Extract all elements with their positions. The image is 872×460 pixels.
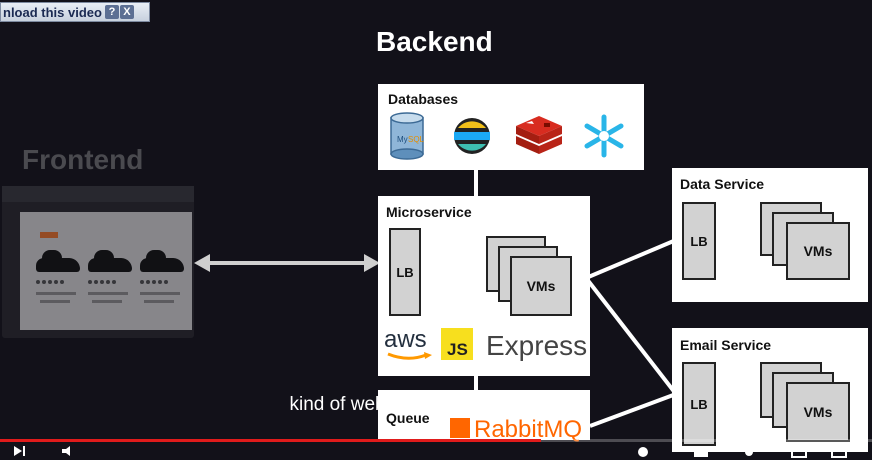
aws-text: aws xyxy=(384,326,427,353)
microservice-box: Microservice LB VMs aws JS Express xyxy=(378,196,590,376)
redis-icon xyxy=(516,116,562,154)
video-progress-bar[interactable] xyxy=(0,439,872,442)
lb-label: LB xyxy=(690,396,708,412)
microservice-label: Microservice xyxy=(386,204,472,220)
miniplayer-icon[interactable] xyxy=(790,444,808,458)
color-dots xyxy=(140,280,184,284)
video-progress-fill xyxy=(0,439,541,442)
databases-label: Databases xyxy=(388,91,459,107)
text-line xyxy=(88,292,128,295)
help-button[interactable]: ? xyxy=(104,5,119,19)
color-dots xyxy=(88,280,132,284)
microservice-queue-link xyxy=(474,376,478,390)
text-line xyxy=(36,292,76,295)
mysql-icon: My SQL xyxy=(390,112,425,160)
svg-text:SQL: SQL xyxy=(408,135,425,144)
subtitles-icon[interactable] xyxy=(692,444,710,458)
video-caption: kind of website and features you're xyxy=(289,394,583,415)
frontend-backend-arrow xyxy=(194,254,380,272)
db-microservice-link xyxy=(474,170,478,196)
autoplay-toggle-icon[interactable] xyxy=(634,444,652,458)
browser-badge xyxy=(40,232,58,238)
data-service-load-balancer: LB xyxy=(682,202,716,280)
email-service-label: Email Service xyxy=(680,337,772,353)
lb-label: LB xyxy=(690,233,708,249)
color-dots xyxy=(36,280,80,284)
microservice-load-balancer: LB xyxy=(389,228,421,316)
browser-tabbar xyxy=(2,186,194,202)
data-service-label: Data Service xyxy=(680,176,765,192)
queue-label: Queue xyxy=(386,410,430,426)
svg-text:My: My xyxy=(397,135,408,144)
aws-logo: aws xyxy=(384,326,434,362)
snowflake-icon xyxy=(584,114,624,158)
frontend-browser-mockup xyxy=(2,186,194,338)
databases-box: Databases My SQL xyxy=(378,84,644,170)
text-line xyxy=(92,300,122,303)
download-video-label[interactable]: nload this video xyxy=(3,4,102,20)
vms-label: VMs xyxy=(803,404,833,420)
js-logo: JS xyxy=(441,328,473,360)
text-line xyxy=(140,292,180,295)
rabbitmq-text: RabbitMQ xyxy=(474,416,583,443)
elastic-icon xyxy=(454,118,490,154)
shoe-image xyxy=(140,250,184,274)
next-icon[interactable] xyxy=(12,444,30,458)
data-service-box: Data Service LB VMs xyxy=(672,168,868,302)
lb-label: LB xyxy=(396,264,414,280)
service-links xyxy=(584,238,678,428)
vms-label: VMs xyxy=(526,278,556,294)
shoe-image xyxy=(88,250,132,274)
download-video-bar[interactable]: nload this video ? X xyxy=(0,2,150,22)
email-service-load-balancer: LB xyxy=(682,362,716,446)
vm-front: VMs xyxy=(510,256,572,316)
volume-icon[interactable] xyxy=(60,444,78,458)
close-button[interactable]: X xyxy=(119,5,134,19)
vms-label: VMs xyxy=(803,243,833,259)
vm-front: VMs xyxy=(786,222,850,280)
vm-front: VMs xyxy=(786,382,850,442)
backend-title: Backend xyxy=(376,26,493,57)
shoe-image xyxy=(36,250,80,274)
text-line xyxy=(40,300,70,303)
email-service-box: Email Service LB VMs xyxy=(672,328,868,452)
frontend-title: Frontend xyxy=(22,144,144,175)
video-controls xyxy=(0,442,872,460)
browser-page xyxy=(20,212,192,330)
theater-mode-icon[interactable] xyxy=(830,444,848,458)
settings-icon[interactable] xyxy=(740,444,758,458)
text-line xyxy=(144,300,174,303)
rabbitmq-logo xyxy=(450,418,470,438)
express-logo: Express xyxy=(486,330,588,361)
js-text: JS xyxy=(447,340,468,359)
queue-box: Queue RabbitMQ xyxy=(378,390,590,443)
